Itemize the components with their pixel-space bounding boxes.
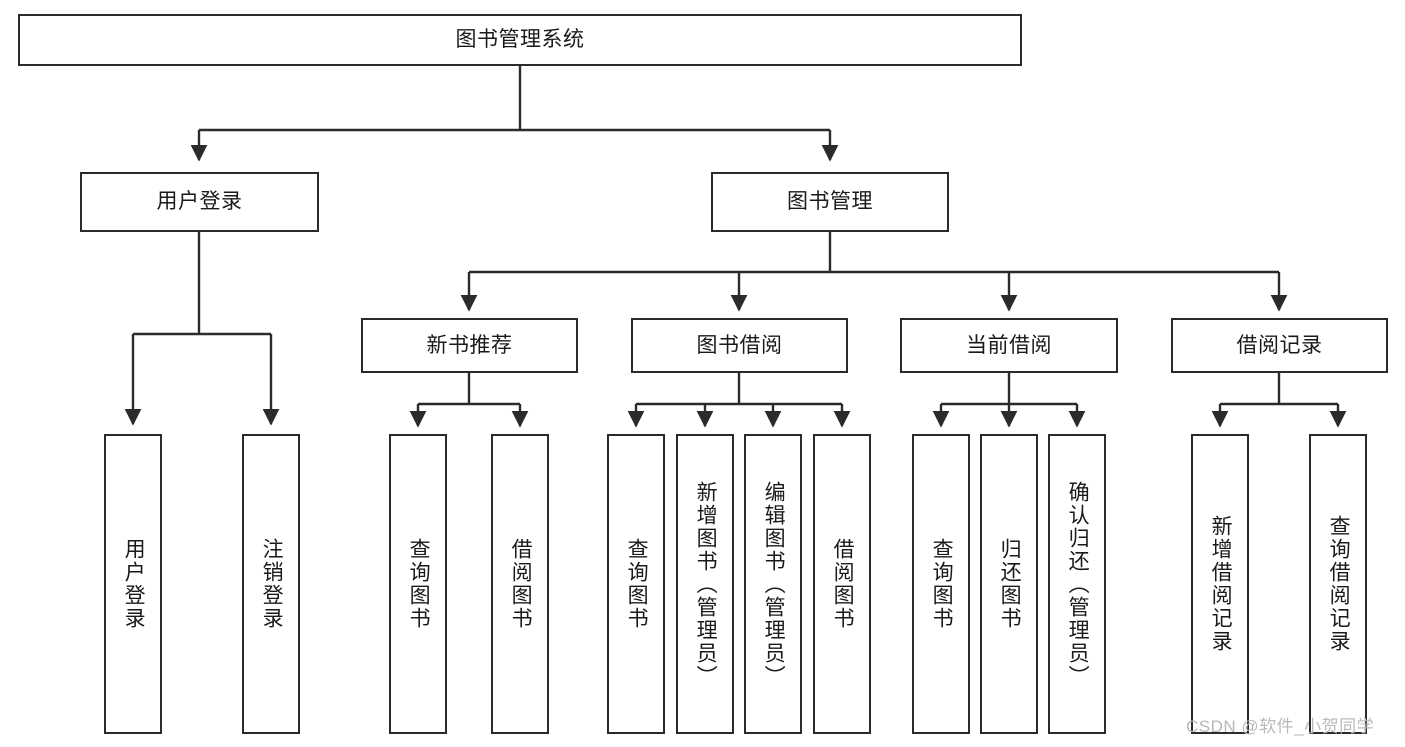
node-user-login[interactable]: 用户登录 xyxy=(80,172,319,232)
node-leaf-borrow-book-2-label: 借阅图书 xyxy=(831,538,855,630)
node-leaf-edit-book[interactable]: 编辑图书（管理员） xyxy=(744,434,802,734)
node-user-login-label: 用户登录 xyxy=(156,190,243,214)
node-leaf-query-book-3-label: 查询图书 xyxy=(930,538,954,630)
node-leaf-confirm-return-label: 确认归还（管理员） xyxy=(1066,480,1090,688)
node-leaf-add-record[interactable]: 新增借阅记录 xyxy=(1191,434,1249,734)
node-leaf-edit-book-label: 编辑图书（管理员） xyxy=(762,480,786,688)
node-borrow-record[interactable]: 借阅记录 xyxy=(1171,318,1388,373)
node-leaf-query-book-2[interactable]: 查询图书 xyxy=(607,434,665,734)
node-root[interactable]: 图书管理系统 xyxy=(18,14,1022,66)
node-leaf-borrow-book-1[interactable]: 借阅图书 xyxy=(491,434,549,734)
node-root-label: 图书管理系统 xyxy=(455,28,585,52)
node-leaf-query-book-1-label: 查询图书 xyxy=(407,538,431,630)
node-new-book-recommend-label: 新书推荐 xyxy=(426,333,513,357)
node-book-manage-label: 图书管理 xyxy=(787,190,873,214)
node-book-borrow-label: 图书借阅 xyxy=(696,333,783,357)
node-leaf-query-book-1[interactable]: 查询图书 xyxy=(389,434,447,734)
node-leaf-confirm-return[interactable]: 确认归还（管理员） xyxy=(1048,434,1106,734)
node-leaf-return-book[interactable]: 归还图书 xyxy=(980,434,1038,734)
node-leaf-logout-label: 注销登录 xyxy=(260,538,284,630)
node-leaf-query-record-label: 查询借阅记录 xyxy=(1327,515,1351,653)
node-leaf-query-record[interactable]: 查询借阅记录 xyxy=(1309,434,1367,734)
node-leaf-add-book-label: 新增图书（管理员） xyxy=(694,480,718,688)
node-leaf-user-login-label: 用户登录 xyxy=(122,538,146,630)
node-leaf-logout[interactable]: 注销登录 xyxy=(242,434,300,734)
node-leaf-borrow-book-2[interactable]: 借阅图书 xyxy=(813,434,871,734)
node-leaf-add-record-label: 新增借阅记录 xyxy=(1209,515,1233,653)
node-leaf-user-login[interactable]: 用户登录 xyxy=(104,434,162,734)
node-leaf-return-book-label: 归还图书 xyxy=(998,538,1022,630)
node-new-book-recommend[interactable]: 新书推荐 xyxy=(361,318,578,373)
node-leaf-add-book[interactable]: 新增图书（管理员） xyxy=(676,434,734,734)
node-book-manage[interactable]: 图书管理 xyxy=(711,172,949,232)
node-leaf-query-book-2-label: 查询图书 xyxy=(625,538,649,630)
node-current-borrow[interactable]: 当前借阅 xyxy=(900,318,1118,373)
node-current-borrow-label: 当前借阅 xyxy=(966,333,1052,357)
node-book-borrow[interactable]: 图书借阅 xyxy=(631,318,848,373)
node-leaf-query-book-3[interactable]: 查询图书 xyxy=(912,434,970,734)
watermark-text: CSDN @软件_小贺同学 xyxy=(1186,717,1375,736)
node-leaf-borrow-book-1-label: 借阅图书 xyxy=(509,538,533,630)
node-borrow-record-label: 借阅记录 xyxy=(1236,333,1323,357)
